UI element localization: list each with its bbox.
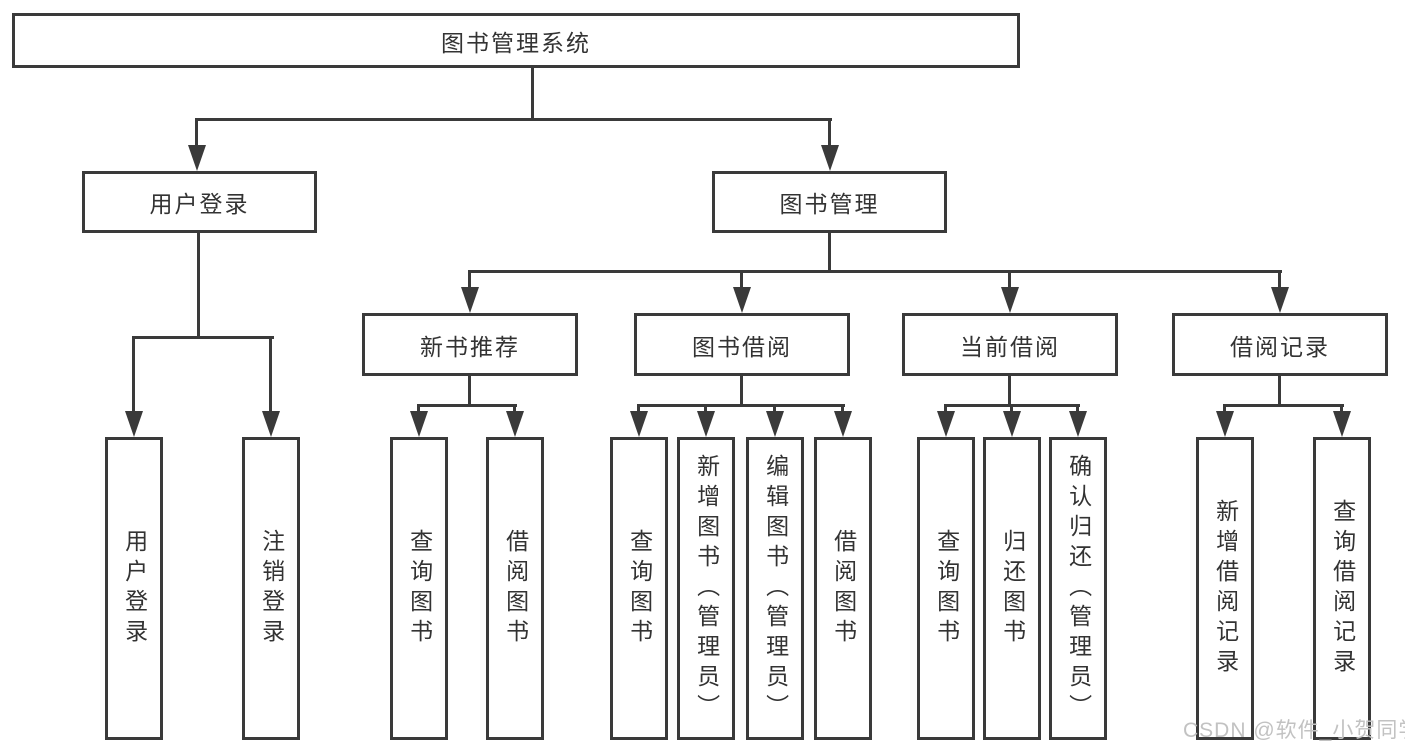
- arrow-down-icon: [1333, 411, 1351, 437]
- connector-borrow-records-stem: [1278, 376, 1281, 407]
- connector-drop-leaf: [841, 404, 844, 414]
- leaf-query-borrow-record: 查询借阅记录: [1313, 437, 1371, 740]
- arrow-down-icon: [1216, 411, 1234, 437]
- connector-book-management-branch: [468, 270, 1282, 273]
- connector-drop-leaf: [269, 336, 272, 414]
- connector-root-branch: [196, 118, 832, 121]
- arrow-down-icon: [461, 287, 479, 313]
- node-borrowing-records-label: 借阅记录: [1230, 333, 1330, 360]
- node-root: 图书管理系统: [12, 13, 1020, 68]
- leaf-edit-book-admin-label: 编辑图书（管理员）: [762, 453, 789, 724]
- node-new-book-recommend: 新书推荐: [362, 313, 578, 376]
- connector-drop-user-login: [195, 118, 198, 148]
- node-root-label: 图书管理系统: [441, 29, 591, 56]
- node-book-management-label: 图书管理: [779, 191, 880, 217]
- connector-drop-leaf: [1076, 404, 1079, 414]
- connector-drop-level3: [1008, 270, 1011, 290]
- node-borrowing-records: 借阅记录: [1172, 313, 1388, 376]
- connector-drop-book-management: [828, 118, 831, 148]
- node-user-login-label: 用户登录: [149, 191, 250, 217]
- arrow-down-icon: [506, 411, 524, 437]
- connector-book-borrow-stem: [740, 376, 743, 407]
- leaf-logout: 注销登录: [242, 437, 300, 740]
- arrow-down-icon: [262, 411, 280, 437]
- node-book-management: 图书管理: [712, 171, 947, 233]
- connector-drop-leaf: [637, 404, 640, 414]
- connector-drop-level3: [1278, 270, 1281, 290]
- arrow-down-icon: [733, 287, 751, 313]
- connector-drop-leaf: [417, 404, 420, 414]
- connector-user-login-branch: [132, 336, 274, 339]
- leaf-edit-book-admin: 编辑图书（管理员）: [746, 437, 804, 740]
- connector-book-management-stem: [828, 233, 831, 273]
- node-current-borrowing: 当前借阅: [902, 313, 1118, 376]
- leaf-borrow-books-recommend: 借阅图书: [486, 437, 544, 740]
- leaf-add-book-admin-label: 新增图书（管理员）: [693, 453, 720, 724]
- node-book-borrowing: 图书借阅: [634, 313, 850, 376]
- connector-new-book-branch: [417, 404, 517, 407]
- arrow-down-icon: [630, 411, 648, 437]
- leaf-user-login-label: 用户登录: [121, 528, 148, 649]
- arrow-down-icon: [188, 145, 206, 171]
- arrow-down-icon: [1001, 287, 1019, 313]
- connector-borrow-records-branch: [1223, 404, 1344, 407]
- leaf-add-borrow-record-label: 新增借阅记录: [1212, 498, 1239, 679]
- leaf-return-book: 归还图书: [983, 437, 1041, 740]
- leaf-borrow-books-borrowing-label: 借阅图书: [830, 528, 857, 649]
- leaf-borrow-books-recommend-label: 借阅图书: [502, 528, 529, 649]
- leaf-confirm-return-admin-label: 确认归还（管理员）: [1065, 453, 1092, 724]
- connector-drop-leaf: [513, 404, 516, 414]
- connector-drop-level3: [468, 270, 471, 290]
- arrow-down-icon: [821, 145, 839, 171]
- leaf-query-books-borrowing-label: 查询图书: [626, 528, 653, 649]
- leaf-query-books-borrowing: 查询图书: [610, 437, 668, 740]
- leaf-return-book-label: 归还图书: [999, 528, 1026, 649]
- leaf-add-book-admin: 新增图书（管理员）: [677, 437, 735, 740]
- node-current-borrowing-label: 当前借阅: [960, 333, 1060, 360]
- connector-drop-leaf: [1223, 404, 1226, 414]
- connector-drop-leaf: [704, 404, 707, 414]
- node-user-login: 用户登录: [82, 171, 317, 233]
- leaf-borrow-books-borrowing: 借阅图书: [814, 437, 872, 740]
- arrow-down-icon: [1003, 411, 1021, 437]
- leaf-query-borrow-record-label: 查询借阅记录: [1329, 498, 1356, 679]
- node-new-book-recommend-label: 新书推荐: [420, 333, 520, 360]
- connector-drop-leaf: [1340, 404, 1343, 414]
- connector-drop-leaf: [773, 404, 776, 414]
- arrow-down-icon: [766, 411, 784, 437]
- connector-new-book-stem: [468, 376, 471, 407]
- arrow-down-icon: [410, 411, 428, 437]
- connector-drop-leaf: [132, 336, 135, 414]
- connector-user-login-stem: [197, 233, 200, 339]
- csdn-watermark: CSDN @软件_小贺同学: [1183, 719, 1405, 742]
- connector-current-borrow-stem: [1008, 376, 1011, 407]
- leaf-query-books-current-label: 查询图书: [933, 528, 960, 649]
- arrow-down-icon: [1271, 287, 1289, 313]
- connector-book-borrow-branch: [637, 404, 845, 407]
- arrow-down-icon: [937, 411, 955, 437]
- leaf-add-borrow-record: 新增借阅记录: [1196, 437, 1254, 740]
- connector-drop-level3: [740, 270, 743, 290]
- node-book-borrowing-label: 图书借阅: [692, 333, 792, 360]
- leaf-confirm-return-admin: 确认归还（管理员）: [1049, 437, 1107, 740]
- connector-drop-leaf: [944, 404, 947, 414]
- arrow-down-icon: [125, 411, 143, 437]
- arrow-down-icon: [697, 411, 715, 437]
- connector-drop-leaf: [1010, 404, 1013, 414]
- arrow-down-icon: [1069, 411, 1087, 437]
- leaf-query-books-recommend: 查询图书: [390, 437, 448, 740]
- leaf-logout-label: 注销登录: [258, 528, 285, 649]
- leaf-query-books-recommend-label: 查询图书: [406, 528, 433, 649]
- connector-root-stem: [531, 68, 534, 121]
- arrow-down-icon: [834, 411, 852, 437]
- leaf-user-login: 用户登录: [105, 437, 163, 740]
- leaf-query-books-current: 查询图书: [917, 437, 975, 740]
